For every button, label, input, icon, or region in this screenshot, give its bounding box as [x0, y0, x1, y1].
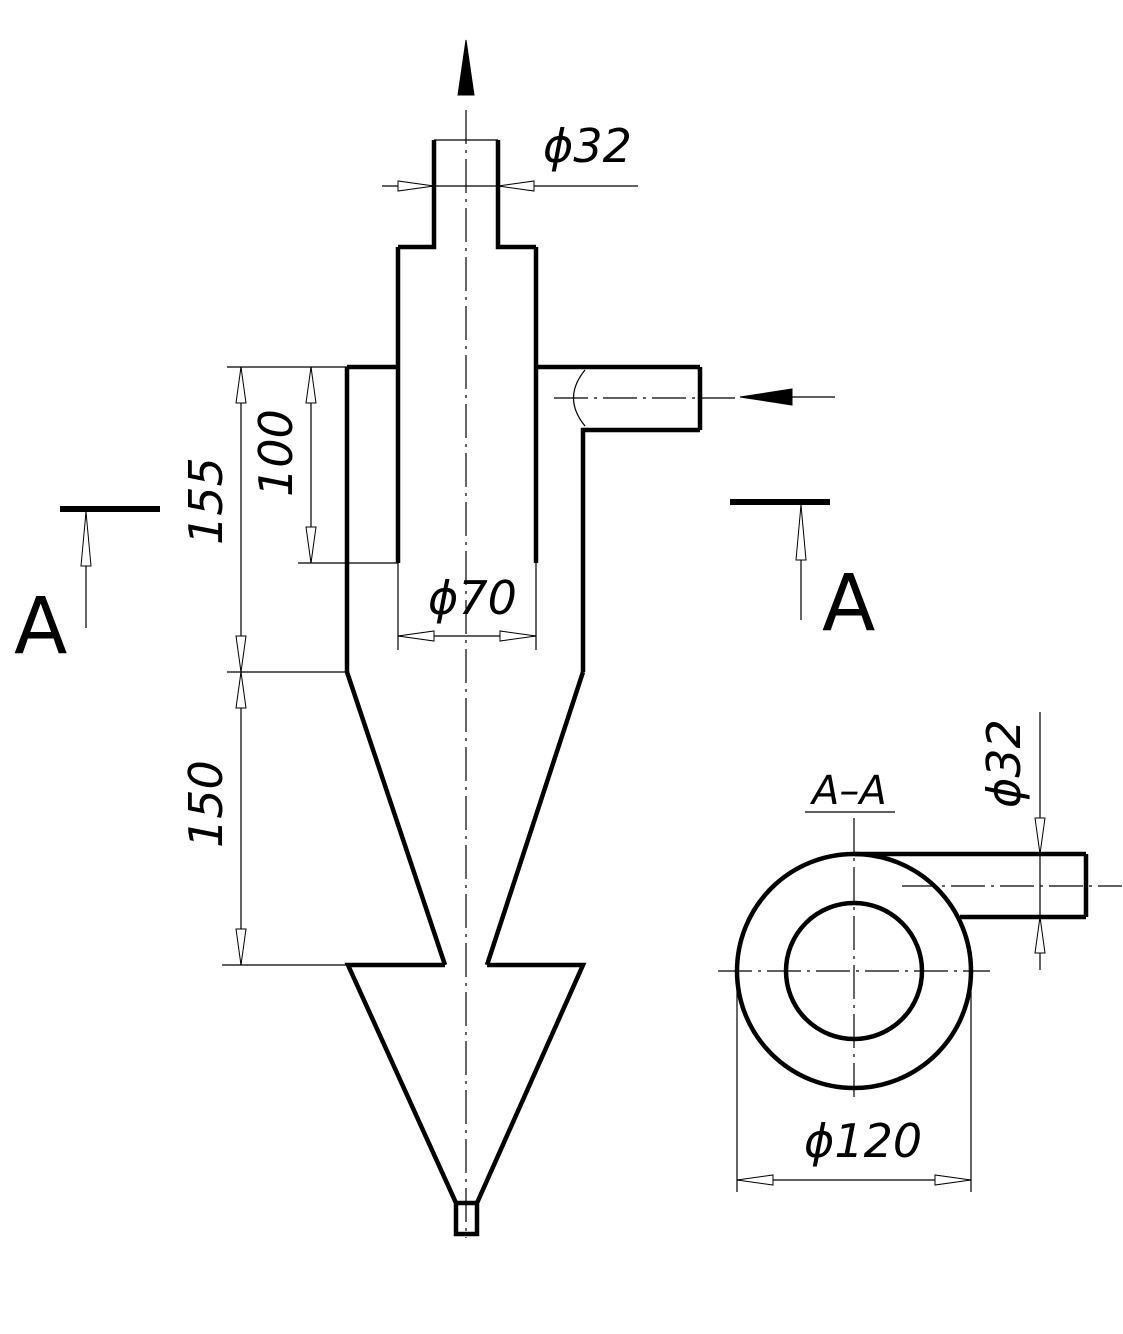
- inlet-flow-arrow: [739, 388, 835, 406]
- dim-outer-diameter: ϕ120: [736, 971, 972, 1192]
- dim-height-155-label: 155: [179, 457, 233, 545]
- dim-outlet-diameter-label: ϕ32: [543, 119, 632, 173]
- section-marker-left: A: [14, 506, 160, 672]
- section-letter-left: A: [14, 582, 67, 672]
- dim-height-100: 100: [249, 366, 398, 564]
- dim-inner-diameter-label: ϕ70: [428, 571, 517, 625]
- cylinder-right-wall: [580, 427, 700, 672]
- dim-outlet-diameter: ϕ32: [382, 119, 638, 192]
- cone-right: [484, 671, 586, 966]
- dim-height-155: 155: [179, 366, 347, 673]
- section-letter-right: A: [822, 559, 875, 649]
- dust-hopper: [344, 962, 587, 1237]
- outlet-flow-arrow: [457, 39, 475, 96]
- dim-height-150: 150: [179, 671, 348, 966]
- section-marker-right: A: [730, 499, 875, 649]
- cone-left: [344, 671, 448, 966]
- dim-inner-diameter: ϕ70: [397, 563, 537, 650]
- dim-inlet-diameter-label: ϕ32: [977, 719, 1031, 808]
- cyclone-body: [344, 140, 703, 1237]
- dim-height-100-label: 100: [249, 409, 303, 497]
- dim-inlet-diameter: ϕ32: [977, 712, 1046, 970]
- section-title: A–A: [809, 768, 887, 814]
- outlet-pipe: [398, 140, 437, 250]
- dim-outer-diameter-label: ϕ120: [804, 1114, 922, 1168]
- outlet-pipe-right: [495, 140, 536, 250]
- dim-height-150-label: 150: [179, 760, 233, 848]
- section-view: A–A ϕ32 ϕ120: [718, 712, 1122, 1192]
